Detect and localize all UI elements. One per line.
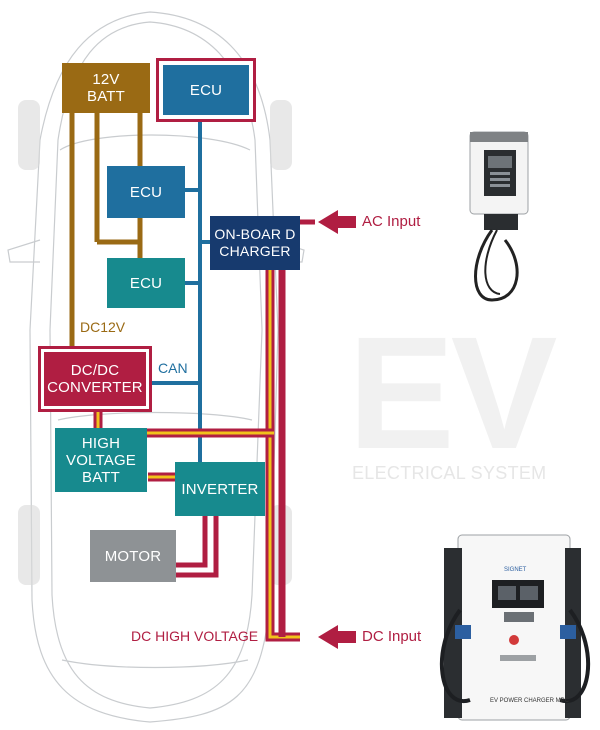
ecu-top-frame: ECU — [156, 58, 256, 122]
dc-high-voltage-label: DC HIGH VOLTAGE — [131, 628, 259, 644]
dc-fast-charger-image — [439, 534, 591, 721]
12v-battery-box: 12V BATT — [62, 63, 150, 113]
fast-charger-brand: SIGNET — [504, 567, 527, 573]
dc-high-voltage-wiring — [93, 219, 315, 642]
ac-wallbox-charger-image — [469, 131, 529, 302]
dc12v-label: DC12V — [80, 319, 126, 335]
dc-input-label: DC Input — [362, 628, 422, 645]
dcdc-converter-box: DC/DC CONVERTER — [44, 352, 146, 406]
electrical-system-watermark: ELECTRICAL SYSTEM — [352, 463, 547, 483]
high-voltage-battery-box: HIGH VOLTAGE BATT — [55, 428, 147, 492]
ecu-top-box: ECU — [163, 65, 249, 115]
ev-watermark: EV — [348, 303, 557, 482]
dc-input-arrow — [318, 625, 356, 649]
ecu-low-box: ECU — [107, 258, 185, 308]
inverter-box: INVERTER — [175, 462, 265, 516]
ecu-mid-box: ECU — [107, 166, 185, 218]
dcdc-converter-frame: DC/DC CONVERTER — [38, 346, 152, 412]
dc12v-wiring — [69, 110, 143, 350]
onboard-charger-box: ON-BOAR D CHARGER — [210, 216, 300, 270]
ac-input-arrow — [318, 210, 356, 234]
ac-input-label: AC Input — [362, 213, 421, 230]
fast-charger-model: EV POWER CHARGER MPC — [490, 698, 570, 704]
car-wheels — [18, 100, 292, 585]
can-wiring — [152, 118, 212, 462]
can-label: CAN — [158, 360, 188, 376]
motor-box: MOTOR — [90, 530, 176, 582]
